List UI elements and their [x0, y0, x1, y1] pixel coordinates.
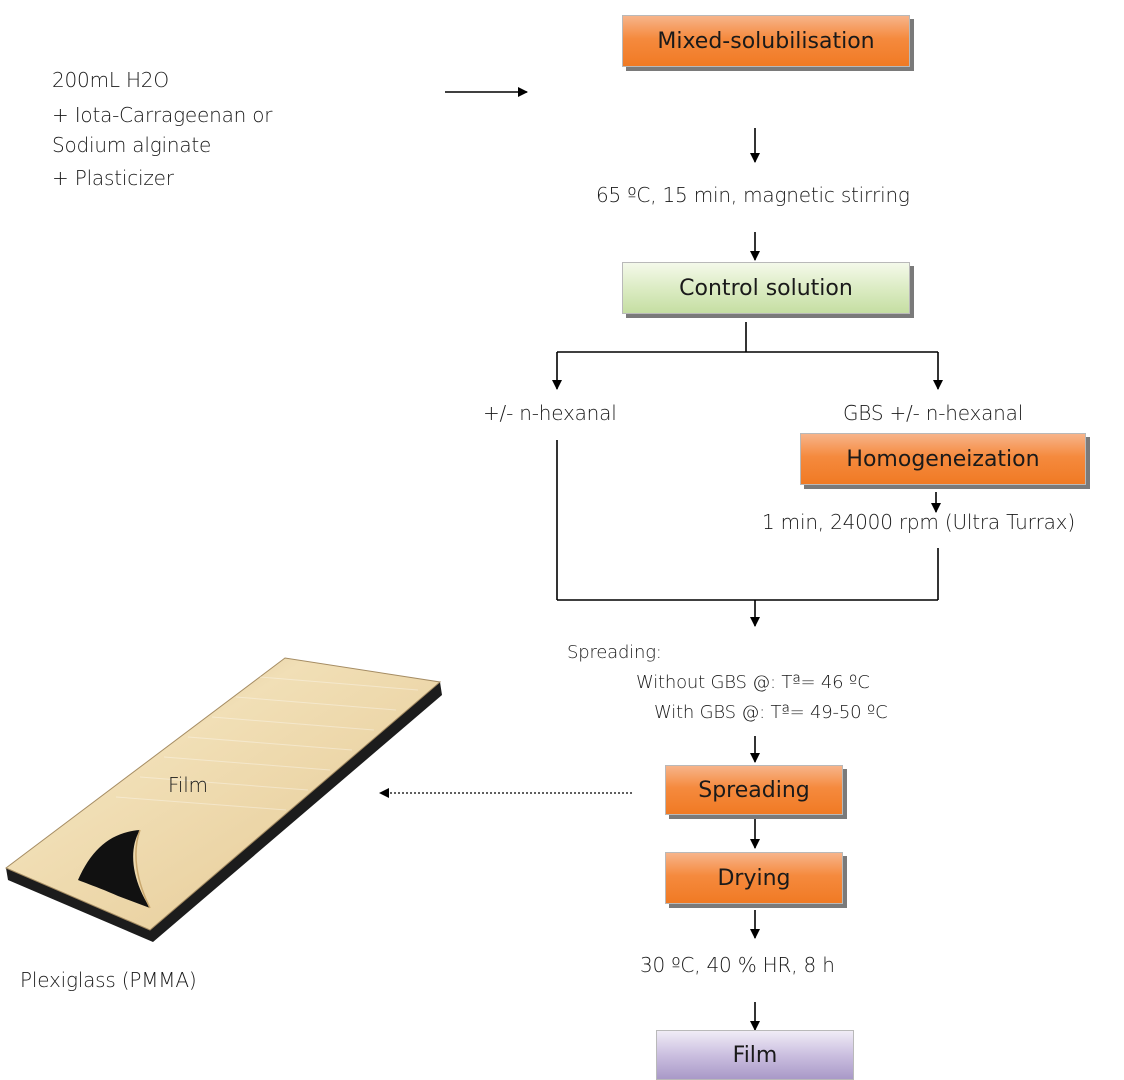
input-line-1: 200mL H2O	[52, 68, 169, 92]
mixed-solubilisation-box: Mixed-solubilisation	[622, 15, 910, 67]
right-branch-label: GBS +/- n-hexanal	[843, 401, 1024, 425]
input-line-4: + Plasticizer	[52, 166, 174, 190]
condition-stirring: 65 ºC, 15 min, magnetic stirring	[596, 183, 910, 207]
film-illustration	[5, 657, 442, 942]
input-line-2: + Iota-Carrageenan or	[52, 103, 273, 127]
plexiglass-caption: Plexiglass (PMMA)	[20, 968, 197, 992]
spreading-title: Spreading:	[567, 642, 662, 663]
spreading-box: Spreading	[665, 765, 843, 815]
spreading-without-gbs: Without GBS @: Tª= 46 ºC	[636, 672, 870, 693]
left-branch-label: +/- n-hexanal	[483, 401, 617, 425]
input-line-3: Sodium alginate	[52, 133, 212, 157]
homogeneization-box: Homogeneization	[800, 433, 1086, 485]
film-illustration-label: Film	[168, 773, 208, 797]
control-solution-box: Control solution	[622, 262, 910, 314]
drying-condition: 30 ºC, 40 % HR, 8 h	[640, 953, 835, 977]
homogeneization-condition: 1 min, 24000 rpm (Ultra Turrax)	[762, 510, 1075, 534]
film-box: Film	[656, 1030, 854, 1080]
spreading-with-gbs: With GBS @: Tª= 49-50 ºC	[654, 702, 888, 723]
drying-box: Drying	[665, 852, 843, 904]
